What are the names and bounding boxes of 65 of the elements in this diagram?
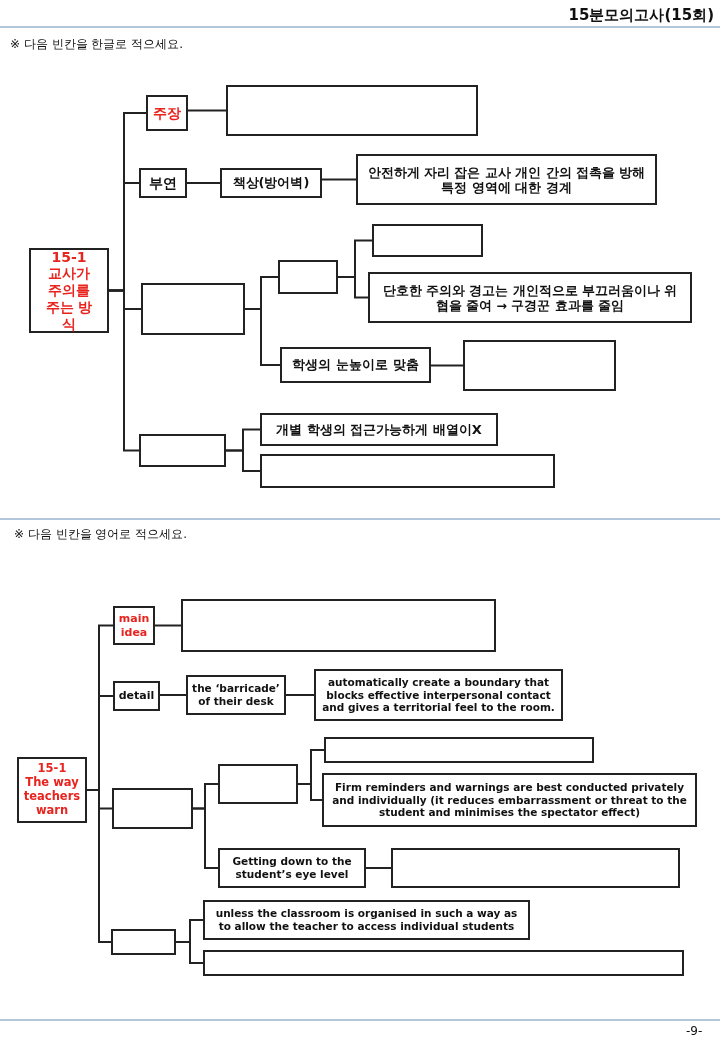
text-box <box>368 272 692 323</box>
text-box <box>113 606 155 645</box>
blank-answer-box <box>324 737 594 763</box>
node-text: the ‘barricade’ of their desk <box>191 682 281 708</box>
connector-line <box>159 694 187 696</box>
node-text: 안전하게 자리 잡은 교사 개인 간의 접촉을 방해 특정 영역에 대한 경계 <box>366 164 647 195</box>
connector-line <box>365 867 392 869</box>
node-text: 단호한 주의와 경고는 개인적으로 부끄러움이나 위협을 줄여 → 구경꾼 효과를 줄임 <box>381 282 679 313</box>
instruction-text: ※ 다음 빈칸을 영어로 적으세요. <box>14 526 188 543</box>
connector-line <box>187 109 227 112</box>
text-box <box>113 681 160 711</box>
node-text: 개별 학생의 접근가능하게 배열이X <box>276 421 482 438</box>
text-box <box>146 95 188 131</box>
blank-answer-box <box>181 599 496 652</box>
node-text: 책상(방어벽) <box>232 175 310 191</box>
blank-answer-box <box>203 950 684 976</box>
text-box <box>220 168 322 198</box>
connector-line <box>154 624 182 627</box>
text-box <box>280 347 431 383</box>
connector-line <box>192 807 219 869</box>
node-text: 15-1 교사가 주의를 주는 방식 <box>45 248 93 333</box>
node-text: 주장 <box>153 104 181 122</box>
blank-answer-box <box>139 434 226 467</box>
node-text: 부연 <box>149 174 177 192</box>
connector-line <box>244 308 281 366</box>
connector-line <box>297 783 323 801</box>
node-text: Getting down to the student’s eye level <box>231 855 353 881</box>
blank-answer-box <box>260 454 555 488</box>
connector-line <box>175 941 204 964</box>
text-box <box>29 248 109 333</box>
text-box <box>139 168 187 198</box>
text-box <box>314 669 563 721</box>
node-text: 학생의 눈높이로 맞춤 <box>292 357 419 373</box>
node-text: 15-1 The way teachers warn <box>23 762 81 818</box>
connector-line <box>225 449 261 472</box>
text-box <box>218 848 366 888</box>
node-text: unless the classroom is organised in such a way as to allow the teacher to access individual students <box>214 907 519 933</box>
connector-line <box>321 178 357 181</box>
text-box <box>260 413 498 446</box>
blank-answer-box <box>141 283 245 335</box>
node-text: detail <box>118 689 155 703</box>
page-number: -9- <box>686 1024 703 1038</box>
connector-line <box>86 789 112 943</box>
text-box <box>356 154 657 205</box>
node-text: Firm reminders and warnings are best conducted privately and individually (it reduces embarrassment or threat to the student and minimises the spectator effect) <box>331 781 688 819</box>
blank-answer-box <box>372 224 483 257</box>
instruction-text: ※ 다음 빈칸을 한글로 적으세요. <box>10 36 184 53</box>
connector-line <box>108 289 140 452</box>
connector-line <box>285 694 315 696</box>
blank-answer-box <box>218 764 298 804</box>
text-box <box>186 675 286 715</box>
text-box <box>203 900 530 940</box>
blank-answer-box <box>278 260 338 294</box>
text-box <box>322 773 697 827</box>
page-header: 15분모의고사(15회) <box>568 6 714 25</box>
node-text: automatically create a boundary that blocks effective interpersonal contact and gives a territorial feel to the room. <box>321 676 556 714</box>
text-box <box>17 757 87 823</box>
node-text: main idea <box>118 612 150 639</box>
blank-answer-box <box>226 85 478 136</box>
blank-answer-box <box>111 929 176 955</box>
blank-answer-box <box>391 848 680 888</box>
blank-answer-box <box>463 340 616 391</box>
connector-line <box>186 182 221 184</box>
blank-answer-box <box>112 788 193 829</box>
connector-line <box>430 364 464 367</box>
